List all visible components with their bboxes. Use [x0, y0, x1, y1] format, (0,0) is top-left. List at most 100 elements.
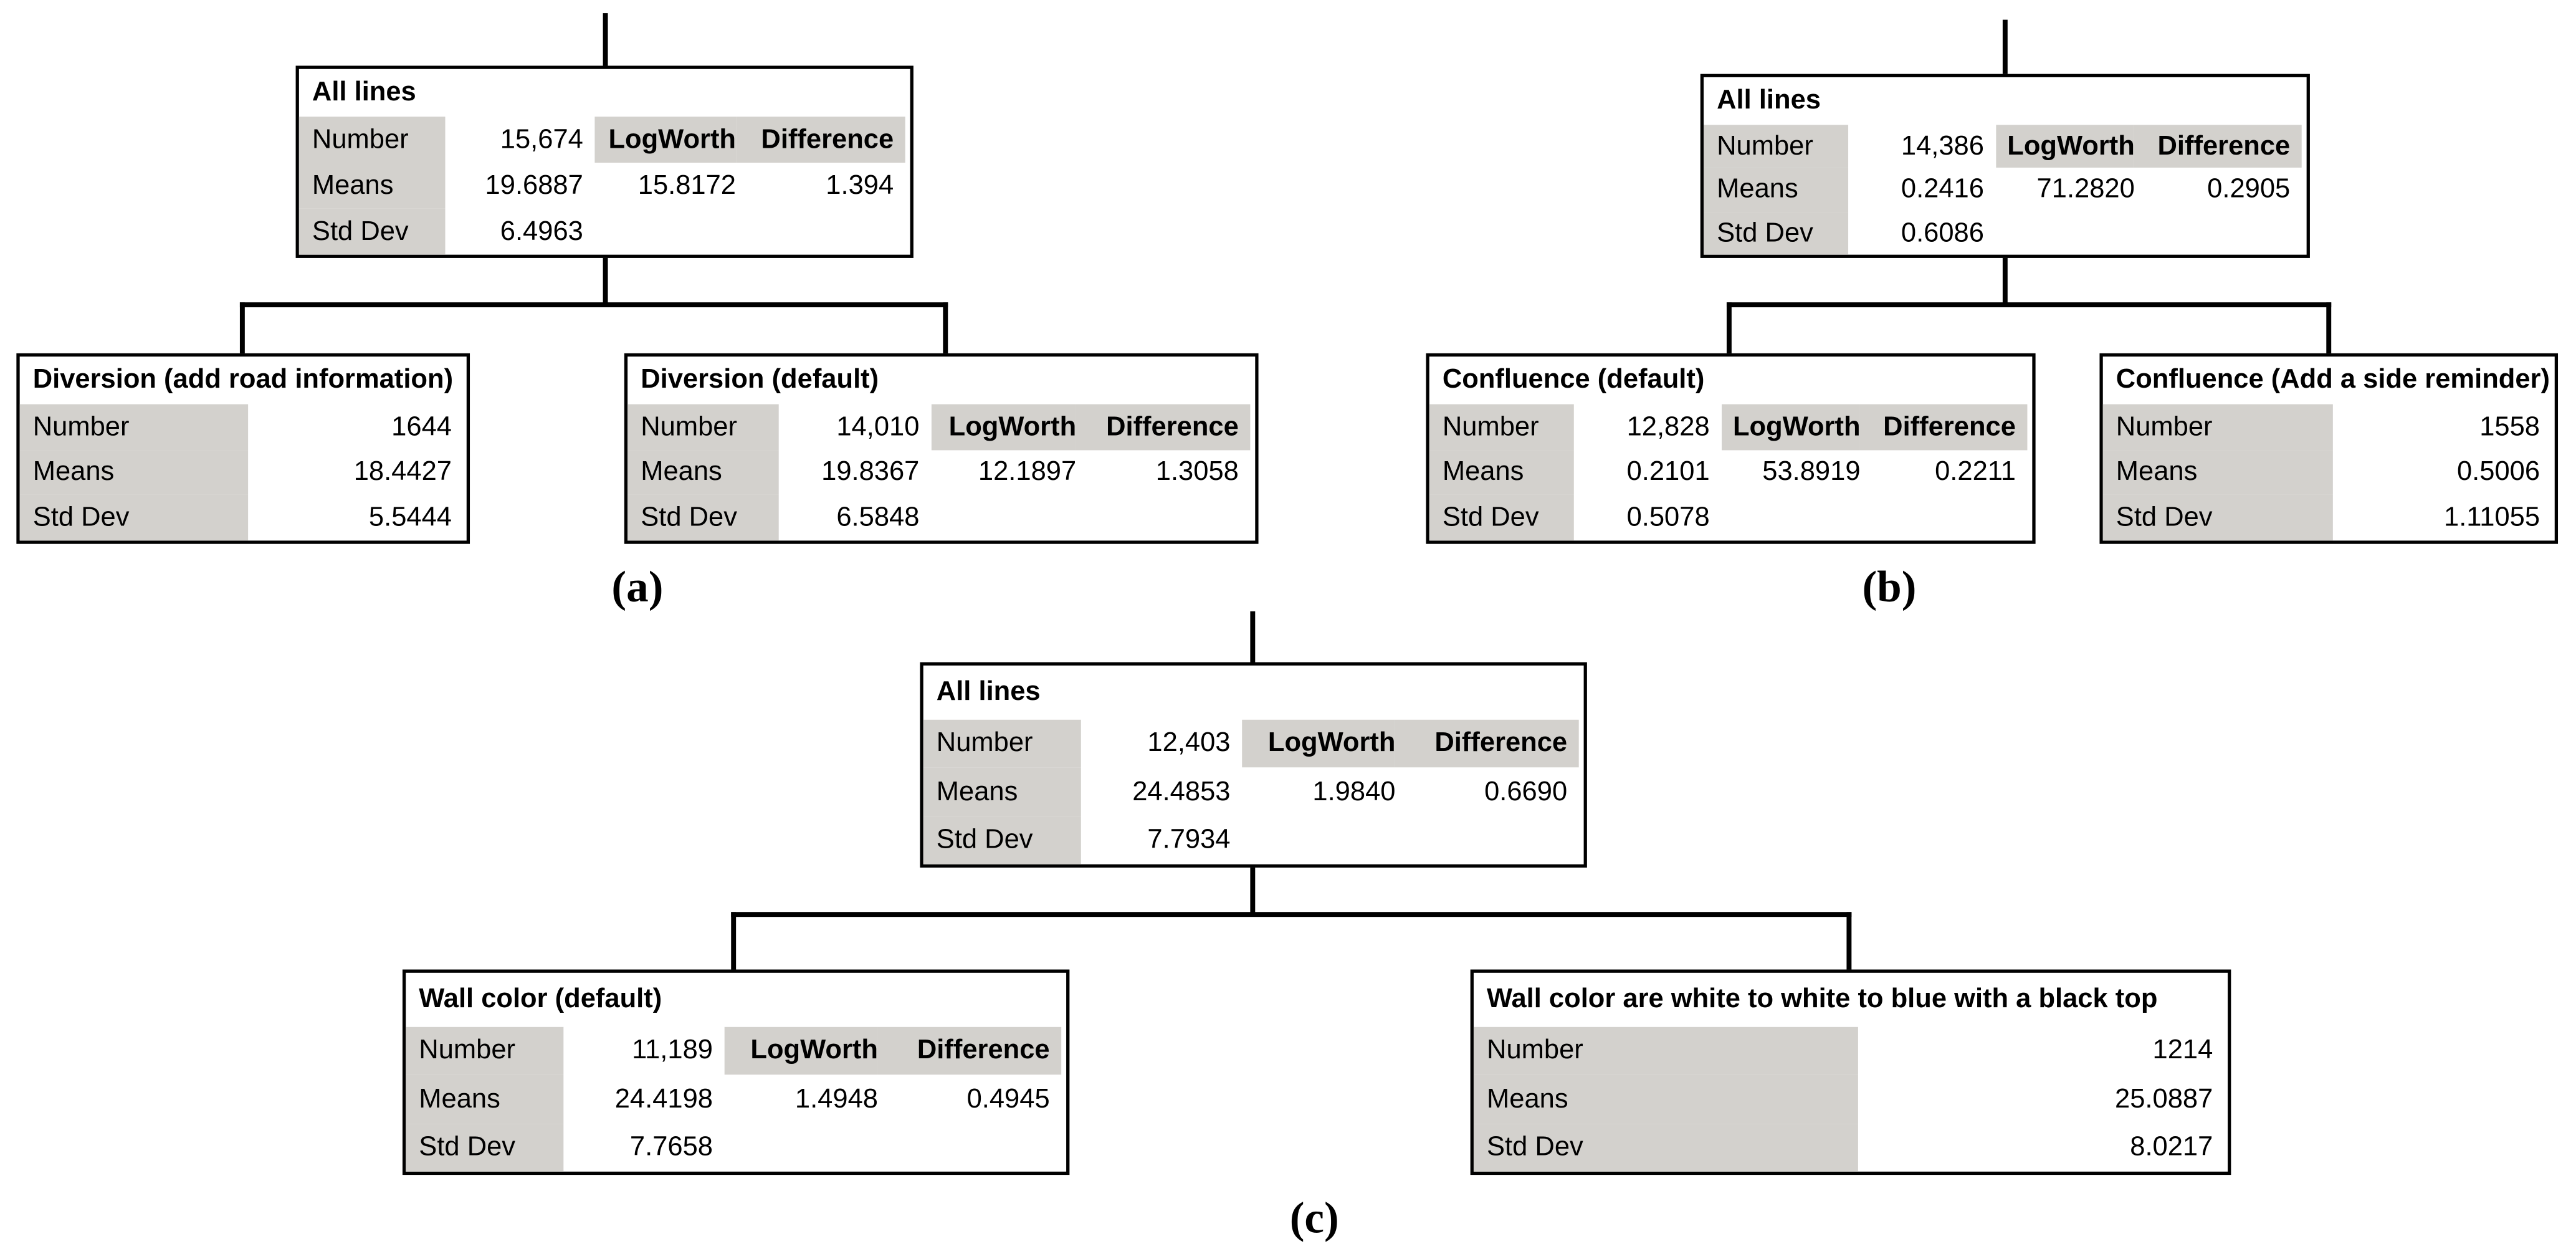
number-value: 1558 — [2479, 411, 2540, 442]
logworth-value: 1.9840 — [1312, 777, 1396, 806]
node-title: Diversion (add road information) — [32, 365, 454, 395]
logworth-header: LogWorth — [1241, 719, 1396, 768]
logworth-header: LogWorth — [1995, 125, 2135, 168]
difference-header: Difference — [2134, 125, 2302, 168]
node-stats-table: Number 11,189 LogWorth Difference Means … — [406, 1026, 1066, 1172]
connector-line — [731, 912, 737, 973]
node-stats-table: Number 1558 Means 0.5006 Std Dev 1.11055 — [2102, 404, 2555, 541]
stddev-value: 6.4963 — [500, 216, 583, 246]
empty-cell — [736, 209, 910, 255]
node-stats-table: Number 1644 Means 18.4427 Std Dev 5.5444 — [19, 404, 467, 541]
logworth-value: 15.8172 — [637, 170, 737, 200]
node-title: Confluence (Add a side reminder) — [2116, 365, 2550, 395]
empty-cell — [1710, 495, 1861, 540]
means-value: 0.5006 — [2456, 457, 2540, 487]
number-value: 1214 — [2152, 1036, 2213, 1066]
logworth-value: 12.1897 — [978, 457, 1077, 487]
difference-value: 0.2905 — [2207, 175, 2291, 204]
difference-header: Difference — [877, 1026, 1062, 1076]
number-value: 1644 — [391, 411, 452, 442]
empty-cell — [1395, 816, 1583, 864]
connector-line — [1250, 864, 1256, 916]
node-c-wall-color-white-blue-black-top: Wall color are white to white to blue wi… — [1470, 969, 2231, 1175]
means-value: 18.4427 — [353, 457, 452, 487]
connector-line — [1250, 611, 1256, 666]
row-label-number: Number — [2102, 404, 2334, 450]
connector-line — [603, 13, 608, 69]
node-a-diversion-default: Diversion (default) Number 14,010 LogWor… — [624, 353, 1259, 544]
difference-header: Difference — [736, 117, 905, 163]
connector-line — [1846, 912, 1852, 973]
stddev-value: 6.5848 — [836, 502, 920, 532]
logworth-header: LogWorth — [930, 404, 1077, 450]
difference-header: Difference — [1076, 404, 1251, 450]
connector-line — [731, 912, 1852, 917]
panel-label-b: (b) — [1862, 562, 1917, 611]
row-label-means: Means — [1473, 1075, 1859, 1124]
stddev-value: 8.0217 — [2130, 1132, 2213, 1162]
logworth-header: LogWorth — [724, 1026, 878, 1076]
row-label-stddev: Std Dev — [19, 495, 248, 541]
means-value: 19.6887 — [485, 170, 583, 200]
number-value: 14,386 — [1901, 131, 1984, 161]
connector-line — [1726, 302, 2332, 308]
node-a-all-lines: All lines Number 15,674 LogWorth Differe… — [295, 65, 914, 258]
stddev-value: 0.6086 — [1901, 218, 1984, 247]
node-c-wall-color-default: Wall color (default) Number 11,189 LogWo… — [402, 969, 1070, 1175]
node-stats-table: Number 15,674 LogWorth Difference Means … — [298, 117, 910, 255]
means-value: 24.4198 — [614, 1084, 713, 1114]
difference-value: 0.2211 — [1935, 457, 2016, 487]
row-label-means: Means — [298, 163, 446, 209]
node-title: All lines — [936, 677, 1041, 707]
row-label-number: Number — [406, 1026, 565, 1076]
number-value: 11,189 — [632, 1036, 713, 1066]
connector-line — [2326, 302, 2332, 357]
connector-line — [239, 302, 948, 308]
logworth-value: 71.2820 — [2036, 175, 2135, 204]
row-label-stddev: Std Dev — [627, 495, 778, 541]
row-label-means: Means — [2102, 449, 2334, 495]
connector-line — [2002, 254, 2008, 306]
row-label-number: Number — [1473, 1026, 1859, 1076]
means-value: 19.8367 — [821, 457, 920, 487]
node-stats-table: Number 1214 Means 25.0887 Std Dev 8.0217 — [1473, 1026, 2228, 1172]
means-value: 0.2101 — [1626, 457, 1710, 487]
empty-cell — [1984, 211, 2135, 254]
empty-cell — [1230, 816, 1395, 864]
node-b-confluence-default: Confluence (default) Number 12,828 LogWo… — [1426, 353, 2036, 544]
row-label-stddev: Std Dev — [1429, 495, 1574, 541]
node-stats-table: Number 14,386 LogWorth Difference Means … — [1704, 125, 2307, 255]
panel-label-c: (c) — [1289, 1193, 1339, 1243]
row-label-means: Means — [1429, 449, 1574, 495]
row-label-means: Means — [923, 768, 1082, 816]
logworth-header: LogWorth — [594, 117, 737, 163]
row-label-number: Number — [19, 404, 248, 450]
difference-value: 0.4945 — [966, 1084, 1050, 1114]
panel-label-a: (a) — [611, 562, 664, 611]
empty-cell — [2135, 211, 2307, 254]
connector-line — [2002, 19, 2008, 77]
number-value: 12,403 — [1147, 729, 1231, 758]
row-label-stddev: Std Dev — [923, 816, 1082, 864]
stddev-value: 1.11055 — [2443, 502, 2540, 532]
row-label-means: Means — [406, 1075, 565, 1124]
node-c-all-lines: All lines Number 12,403 LogWorth Differe… — [920, 662, 1587, 868]
difference-value: 0.6690 — [1484, 777, 1568, 806]
node-b-confluence-add-a-side-reminder: Confluence (Add a side reminder) Number … — [2099, 353, 2559, 544]
stddev-value: 7.7934 — [1147, 825, 1231, 855]
means-value: 0.2416 — [1901, 175, 1984, 204]
empty-cell — [1076, 495, 1255, 540]
difference-header: Difference — [1395, 719, 1579, 768]
empty-cell — [713, 1123, 878, 1171]
empty-cell — [1861, 495, 2033, 540]
node-stats-table: Number 12,403 LogWorth Difference Means … — [923, 719, 1584, 864]
node-title: Confluence (default) — [1442, 365, 1705, 395]
row-label-means: Means — [19, 449, 248, 495]
connector-line — [943, 302, 948, 357]
stddev-value: 5.5444 — [368, 502, 452, 532]
node-b-all-lines: All lines Number 14,386 LogWorth Differe… — [1700, 74, 2310, 258]
difference-value: 1.394 — [826, 170, 894, 200]
node-stats-table: Number 14,010 LogWorth Difference Means … — [627, 404, 1255, 541]
means-value: 25.0887 — [2115, 1084, 2213, 1114]
